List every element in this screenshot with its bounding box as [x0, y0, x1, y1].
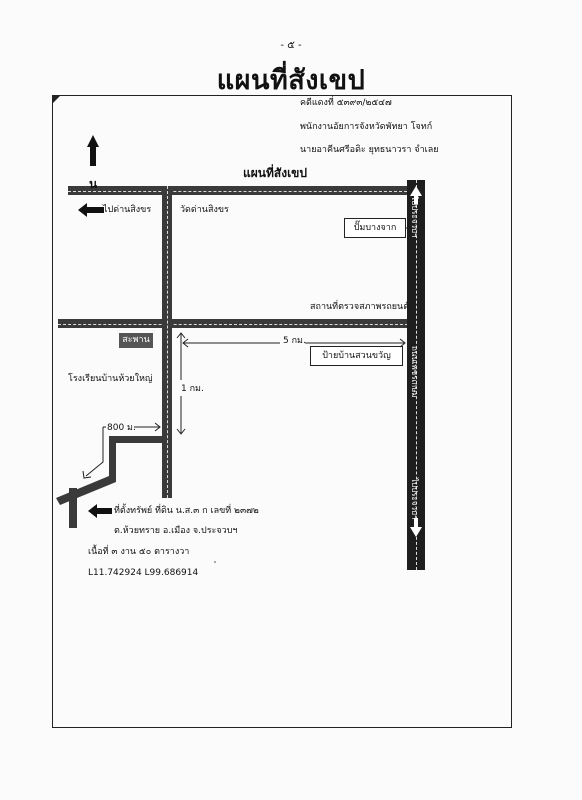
- sign-box: ป้ายบ้านสวนขวัญ: [310, 346, 403, 366]
- school-label: โรงเรียนบ้านห้วยใหญ่: [68, 374, 153, 384]
- distance-5km: 5 กม.: [283, 336, 306, 346]
- phetkasem-highway: [407, 180, 425, 570]
- case-number: คดีแดงที่ ๕๓๙๓/๒๕๔๗: [300, 98, 392, 108]
- map-title: แผนที่สังเขป: [243, 166, 307, 180]
- bridge-box: สะพาน: [119, 333, 153, 348]
- to-dan-singkhon-label: ไปด่านสิงขร: [103, 205, 152, 215]
- north-arrow-icon: [87, 135, 99, 166]
- north-label: น: [89, 177, 98, 191]
- property-coordinates: L11.742924 L99.686914: [88, 568, 199, 578]
- dimension-5km: [182, 338, 406, 348]
- temple-label: วัดด่านสิงขร: [180, 205, 229, 215]
- dot-mark: [214, 561, 216, 563]
- property-location: ที่ตั้งทรัพย์ ที่ดิน น.ส.๓ ก เลขที่ ๒๓๗๒: [114, 506, 259, 516]
- page-number: - ๕ -: [280, 40, 302, 51]
- left-arrow-icon: [78, 203, 104, 217]
- corner-mark: [52, 95, 61, 104]
- pump-box: ปั๊มบางจาก: [344, 218, 406, 238]
- distance-800m: 800 ม.: [107, 423, 136, 433]
- dimension-800m: [82, 422, 161, 479]
- property-arrow-icon: [88, 504, 112, 518]
- highway-down-arrow-icon: [410, 518, 422, 537]
- map-frame: [52, 95, 512, 728]
- middle-road: [58, 319, 408, 328]
- plaintiff-line: พนักงานอัยการจังหวัดพัทยา โจทก์: [300, 122, 433, 132]
- property-area: เนื้อที่ ๓ งาน ๕๐ ตารางวา: [88, 547, 190, 557]
- dimension-1km: [176, 332, 186, 435]
- top-road: [68, 186, 412, 195]
- defendant-line: นายอาคีนศรีอดิะ ยุทธนาวรา จำเลย: [300, 145, 439, 155]
- document-title: แผนที่สังเขป: [216, 65, 366, 96]
- property-lane: [56, 436, 162, 528]
- highway-up-arrow-icon: [410, 186, 422, 204]
- distance-1km: 1 กม.: [181, 384, 204, 394]
- village-road: [162, 186, 172, 498]
- inspection-label: สถานที่ตรวจสภาพรถยนต์: [310, 302, 410, 312]
- property-subdistrict: ต.ห้วยทราย อ.เมือง จ.ประจวบฯ: [114, 526, 238, 536]
